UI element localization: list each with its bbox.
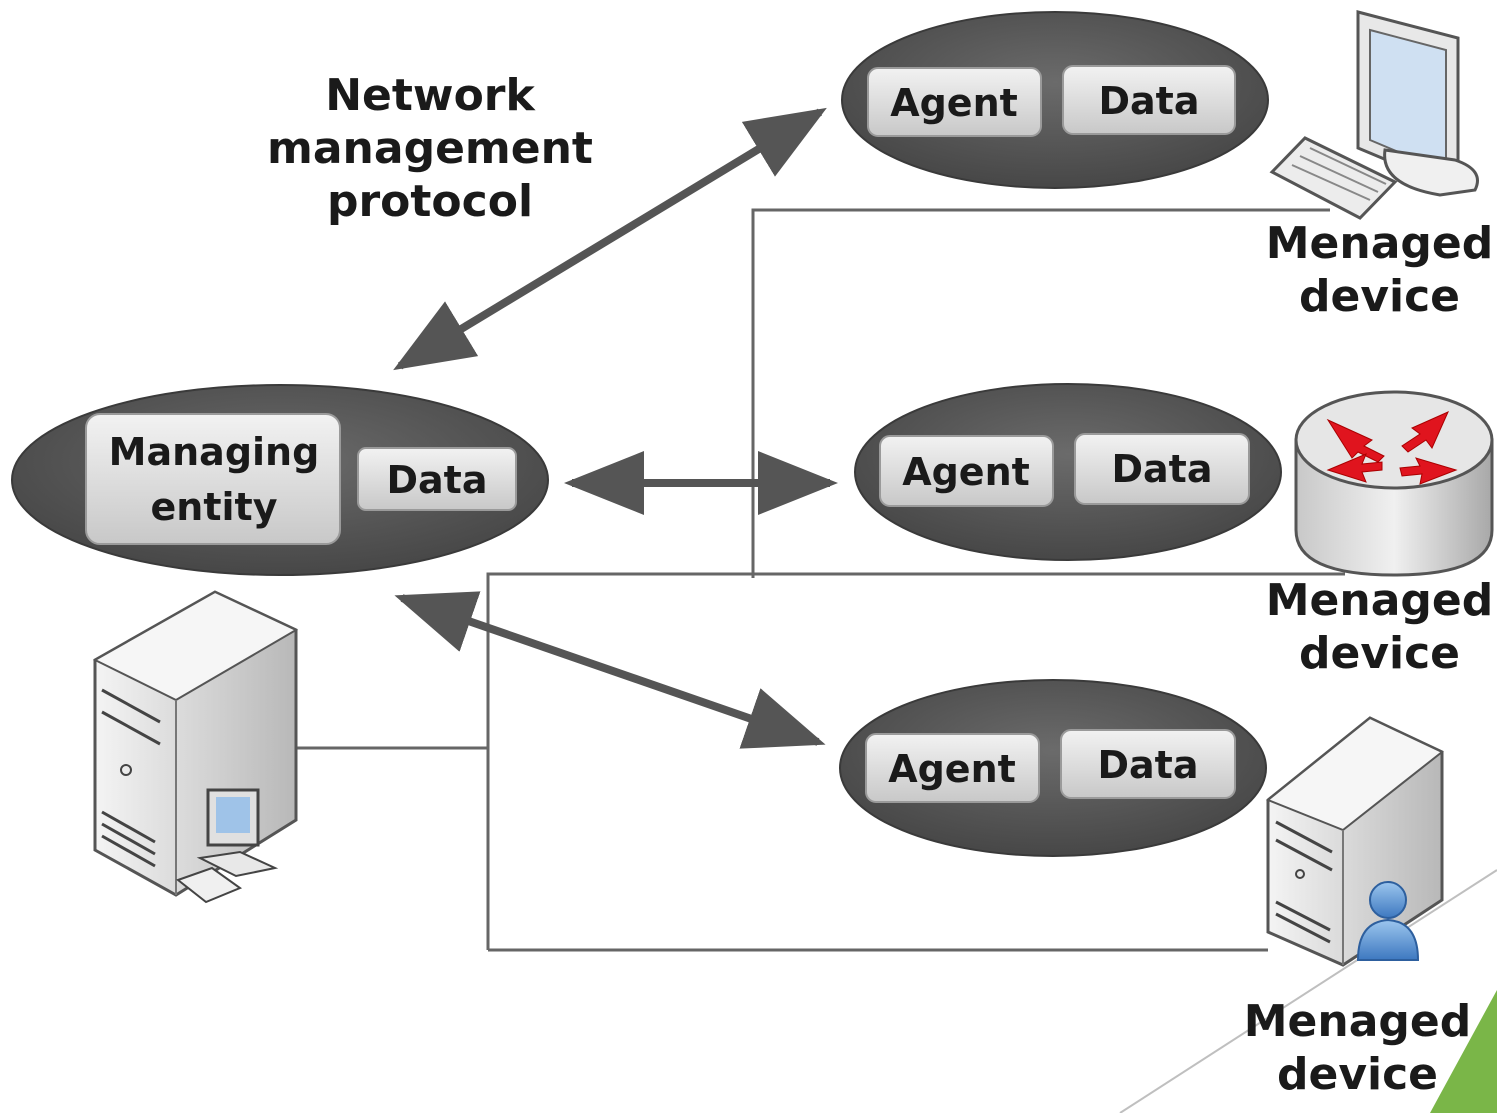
user-server-icon xyxy=(1266,716,1444,967)
managing-data-box xyxy=(357,447,517,511)
managing-entity-box xyxy=(85,413,341,545)
data-label-1: Data xyxy=(1099,79,1200,123)
device-label-3-line2: device xyxy=(1276,1048,1439,1100)
user-body xyxy=(1356,918,1420,961)
server-with-workstation-icon xyxy=(92,590,299,904)
data-label-2: Data xyxy=(1112,447,1213,491)
protocol-label-line3: protocol xyxy=(326,175,534,227)
device-label-2-line2: device xyxy=(1298,627,1461,679)
device-label-1-line1: Menaged xyxy=(1265,218,1494,269)
data-label-3: Data xyxy=(1098,743,1199,787)
protocol-arrows xyxy=(393,107,838,749)
agent-box-1 xyxy=(867,67,1042,137)
protocol-label-line1: Network xyxy=(325,70,535,121)
device-label-3-line1: Menaged xyxy=(1243,996,1472,1047)
data-box-2 xyxy=(1074,433,1250,505)
managing-node: Managing entity Data xyxy=(11,384,549,576)
slide-accent-decoration xyxy=(1119,869,1497,1113)
router-icon xyxy=(1294,390,1494,577)
managing-entity-label-line1: Managing xyxy=(109,430,320,474)
data-box-3 xyxy=(1060,729,1236,799)
agent-label-2: Agent xyxy=(902,450,1030,494)
network-wiring xyxy=(296,208,1345,952)
protocol-label: Network management protocol xyxy=(250,70,610,228)
protocol-label-line2: management xyxy=(267,122,593,174)
data-box-1 xyxy=(1062,65,1236,135)
arrow-to-agent-1 xyxy=(393,107,827,371)
agent-box-3 xyxy=(865,733,1040,803)
desktop-computer-icon xyxy=(1269,10,1479,220)
agent-node-2: Agent Data xyxy=(854,383,1282,561)
managing-data-label: Data xyxy=(387,458,488,502)
device-label-2: Menaged device xyxy=(1262,575,1497,681)
device-label-1: Menaged device xyxy=(1262,218,1497,324)
managing-entity-label-line2: entity xyxy=(151,485,278,529)
arrow-to-agent-3 xyxy=(394,591,826,749)
agent-node-1: Agent Data xyxy=(841,11,1269,189)
agent-node-3: Agent Data xyxy=(839,679,1267,857)
device-label-2-line1: Menaged xyxy=(1265,575,1494,626)
agent-box-2 xyxy=(879,435,1054,507)
wire-router xyxy=(486,572,1345,950)
device-label-3: Menaged device xyxy=(1240,996,1475,1102)
user-head xyxy=(1369,881,1407,919)
device-label-1-line2: device xyxy=(1298,270,1461,322)
agent-label-1: Agent xyxy=(890,81,1018,125)
agent-label-3: Agent xyxy=(888,747,1016,791)
